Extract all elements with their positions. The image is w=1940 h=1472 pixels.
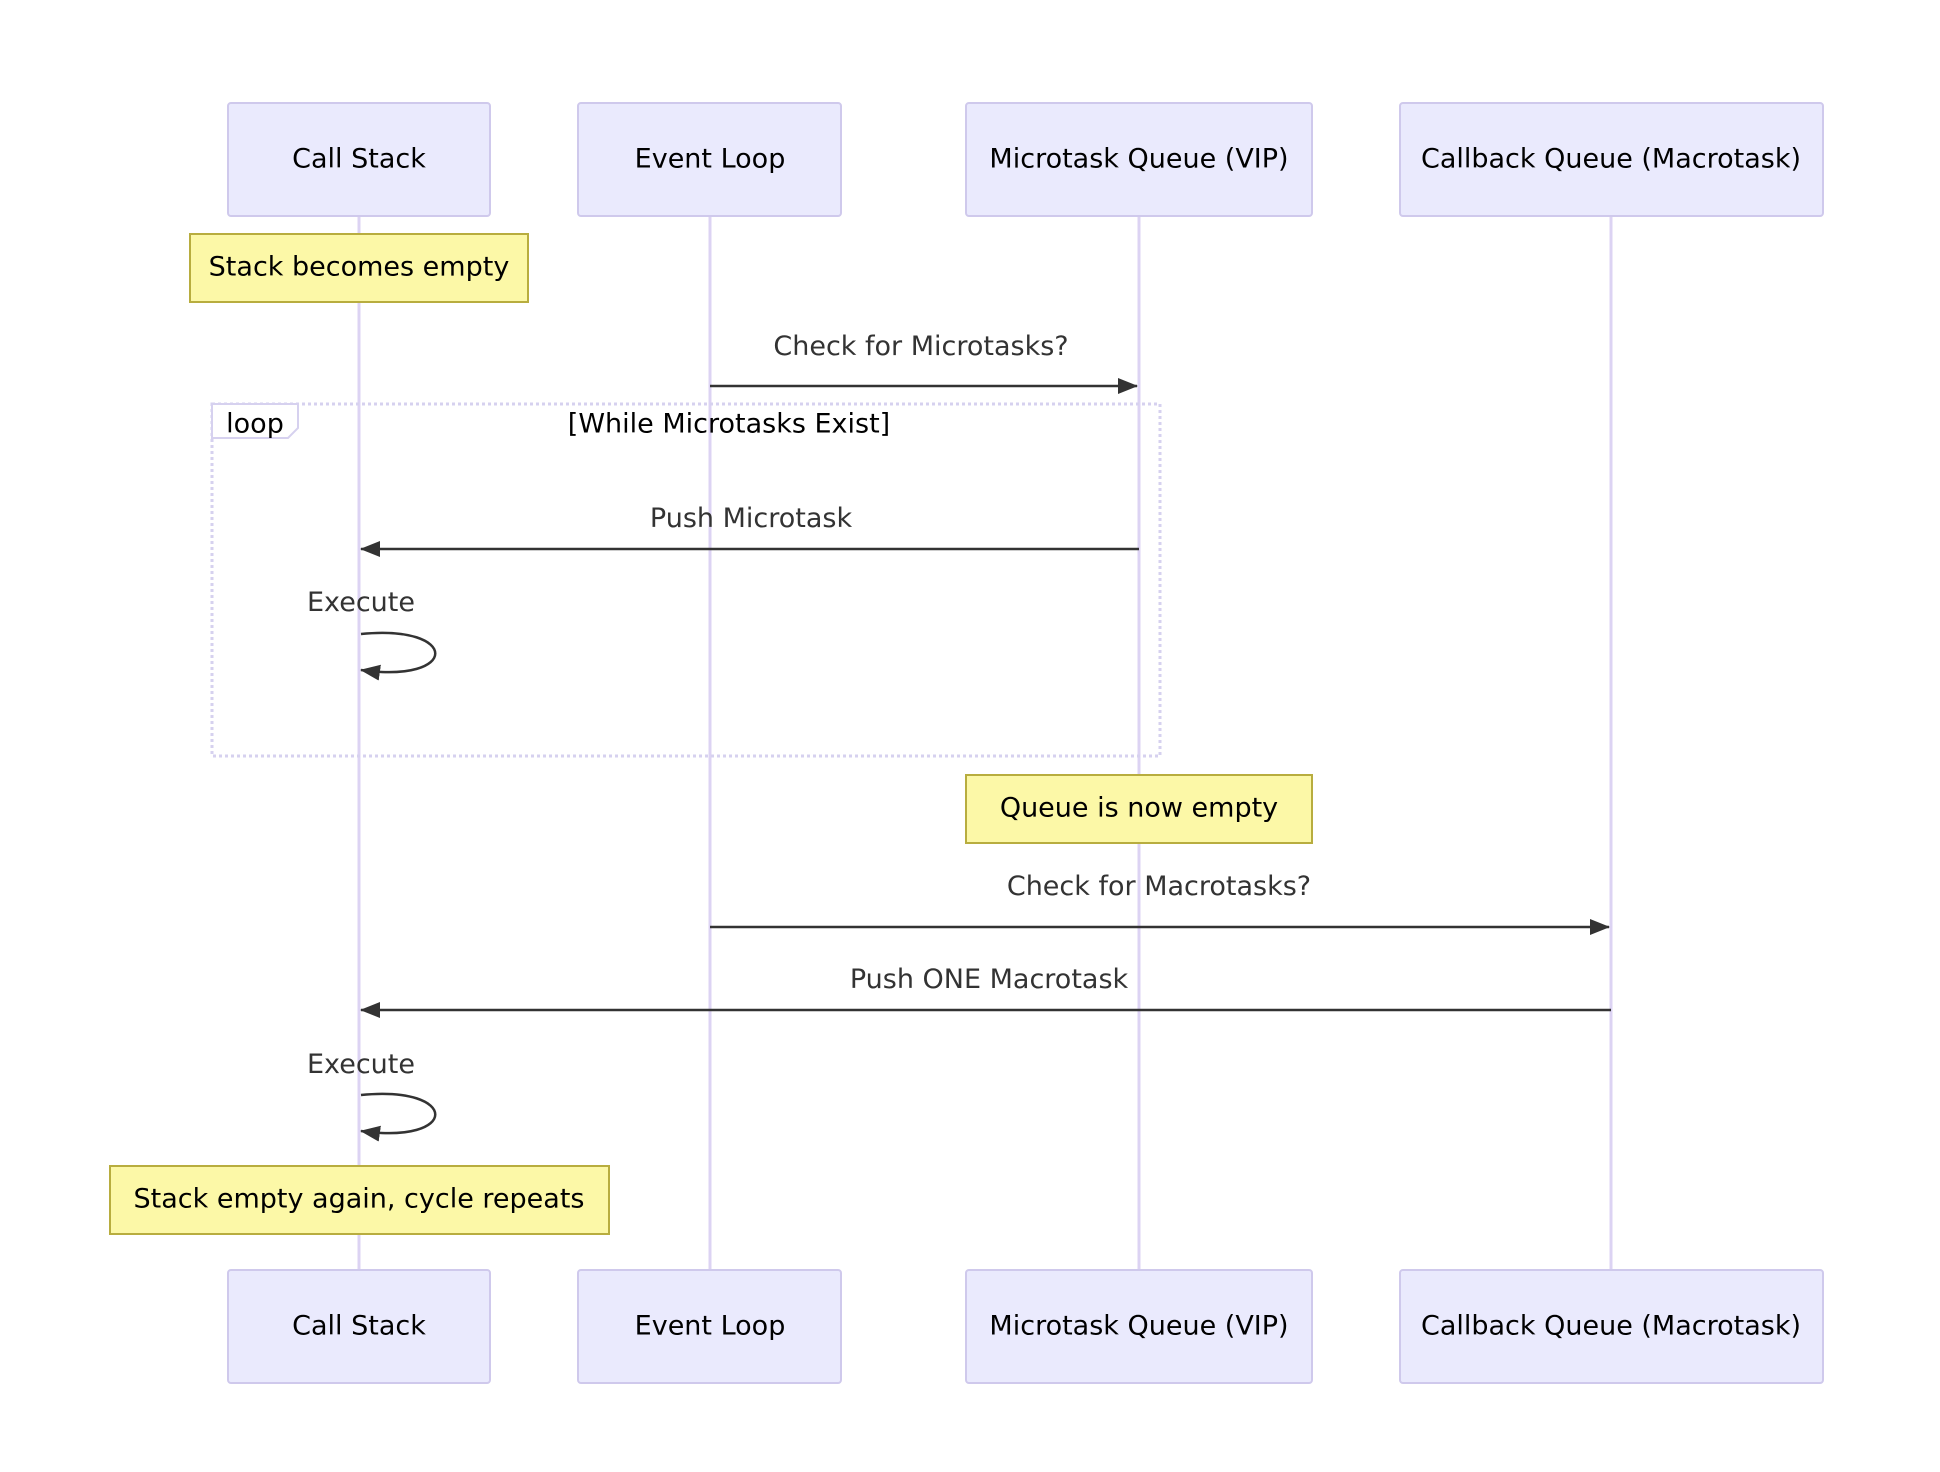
note-cycle-repeats: Stack empty again, cycle repeats (109, 1165, 610, 1235)
actor-call-stack-bottom: Call Stack (227, 1269, 491, 1384)
actor-label: Event Loop (635, 1311, 786, 1342)
actor-label: Call Stack (292, 144, 426, 175)
actor-event-loop-bottom: Event Loop (577, 1269, 842, 1384)
actor-label: Microtask Queue (VIP) (989, 144, 1288, 175)
actor-call-stack-top: Call Stack (227, 102, 491, 217)
message-label: Check for Macrotasks? (1007, 871, 1311, 902)
note-queue-empty: Queue is now empty (965, 774, 1313, 844)
actor-label: Microtask Queue (VIP) (989, 1311, 1288, 1342)
message-execute-2: Execute (307, 1049, 437, 1142)
self-arrow (360, 1092, 437, 1142)
actor-label: Callback Queue (Macrotask) (1421, 144, 1801, 175)
actor-callback-queue-top: Callback Queue (Macrotask) (1399, 102, 1824, 217)
message-label: Check for Microtasks? (773, 331, 1068, 362)
actor-microtask-queue-top: Microtask Queue (VIP) (965, 102, 1313, 217)
loop-label: loop (226, 409, 284, 440)
message-label: Execute (307, 587, 415, 618)
message-label: Push Microtask (650, 503, 853, 534)
loop-frame: loop [While Microtasks Exist] (210, 402, 1162, 758)
message-label: Push ONE Macrotask (850, 964, 1129, 995)
note-stack-empty: Stack becomes empty (189, 233, 529, 303)
actor-label: Callback Queue (Macrotask) (1421, 1311, 1801, 1342)
note-label: Queue is now empty (1000, 793, 1278, 824)
actor-label: Call Stack (292, 1311, 426, 1342)
self-arrow (360, 631, 437, 681)
message-label: Execute (307, 1049, 415, 1080)
loop-condition: [While Microtasks Exist] (568, 409, 890, 440)
note-label: Stack empty again, cycle repeats (134, 1184, 585, 1215)
message-check-microtasks: Check for Microtasks? (710, 331, 1138, 394)
actor-microtask-queue-bottom: Microtask Queue (VIP) (965, 1269, 1313, 1384)
message-push-microtask: Push Microtask (360, 503, 1139, 557)
actor-event-loop-top: Event Loop (577, 102, 842, 217)
actor-label: Event Loop (635, 144, 786, 175)
message-execute-1: Execute (307, 587, 437, 681)
note-label: Stack becomes empty (209, 252, 510, 283)
message-push-macrotask: Push ONE Macrotask (360, 964, 1611, 1018)
message-check-macrotasks: Check for Macrotasks? (710, 871, 1610, 935)
actor-callback-queue-bottom: Callback Queue (Macrotask) (1399, 1269, 1824, 1384)
